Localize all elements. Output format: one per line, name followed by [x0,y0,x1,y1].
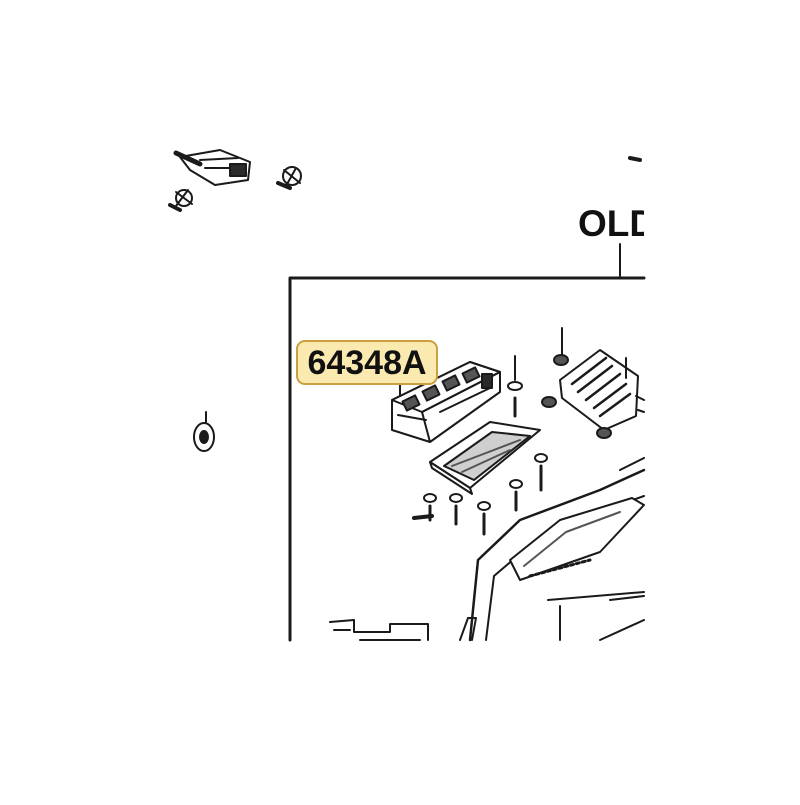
screw [477,501,491,536]
switch-console-module [391,361,501,443]
top-bracket-fragment [173,149,251,186]
screw [507,355,523,418]
section-border [288,276,646,642]
clip-fastener [168,189,193,212]
console-body [459,457,646,642]
vent-grille [541,349,645,439]
screw [509,479,523,512]
screw [553,327,569,366]
mounting-bracket [329,619,429,641]
screw [534,453,548,492]
clip-fastener [193,411,215,452]
screw [449,493,463,526]
part-number-callout[interactable]: 64348A [296,340,438,385]
clip-fastener [276,166,302,190]
screw [412,493,437,522]
section-label: OLD [578,203,644,244]
edge-fragment [628,156,642,162]
bezel-plate [429,421,541,495]
